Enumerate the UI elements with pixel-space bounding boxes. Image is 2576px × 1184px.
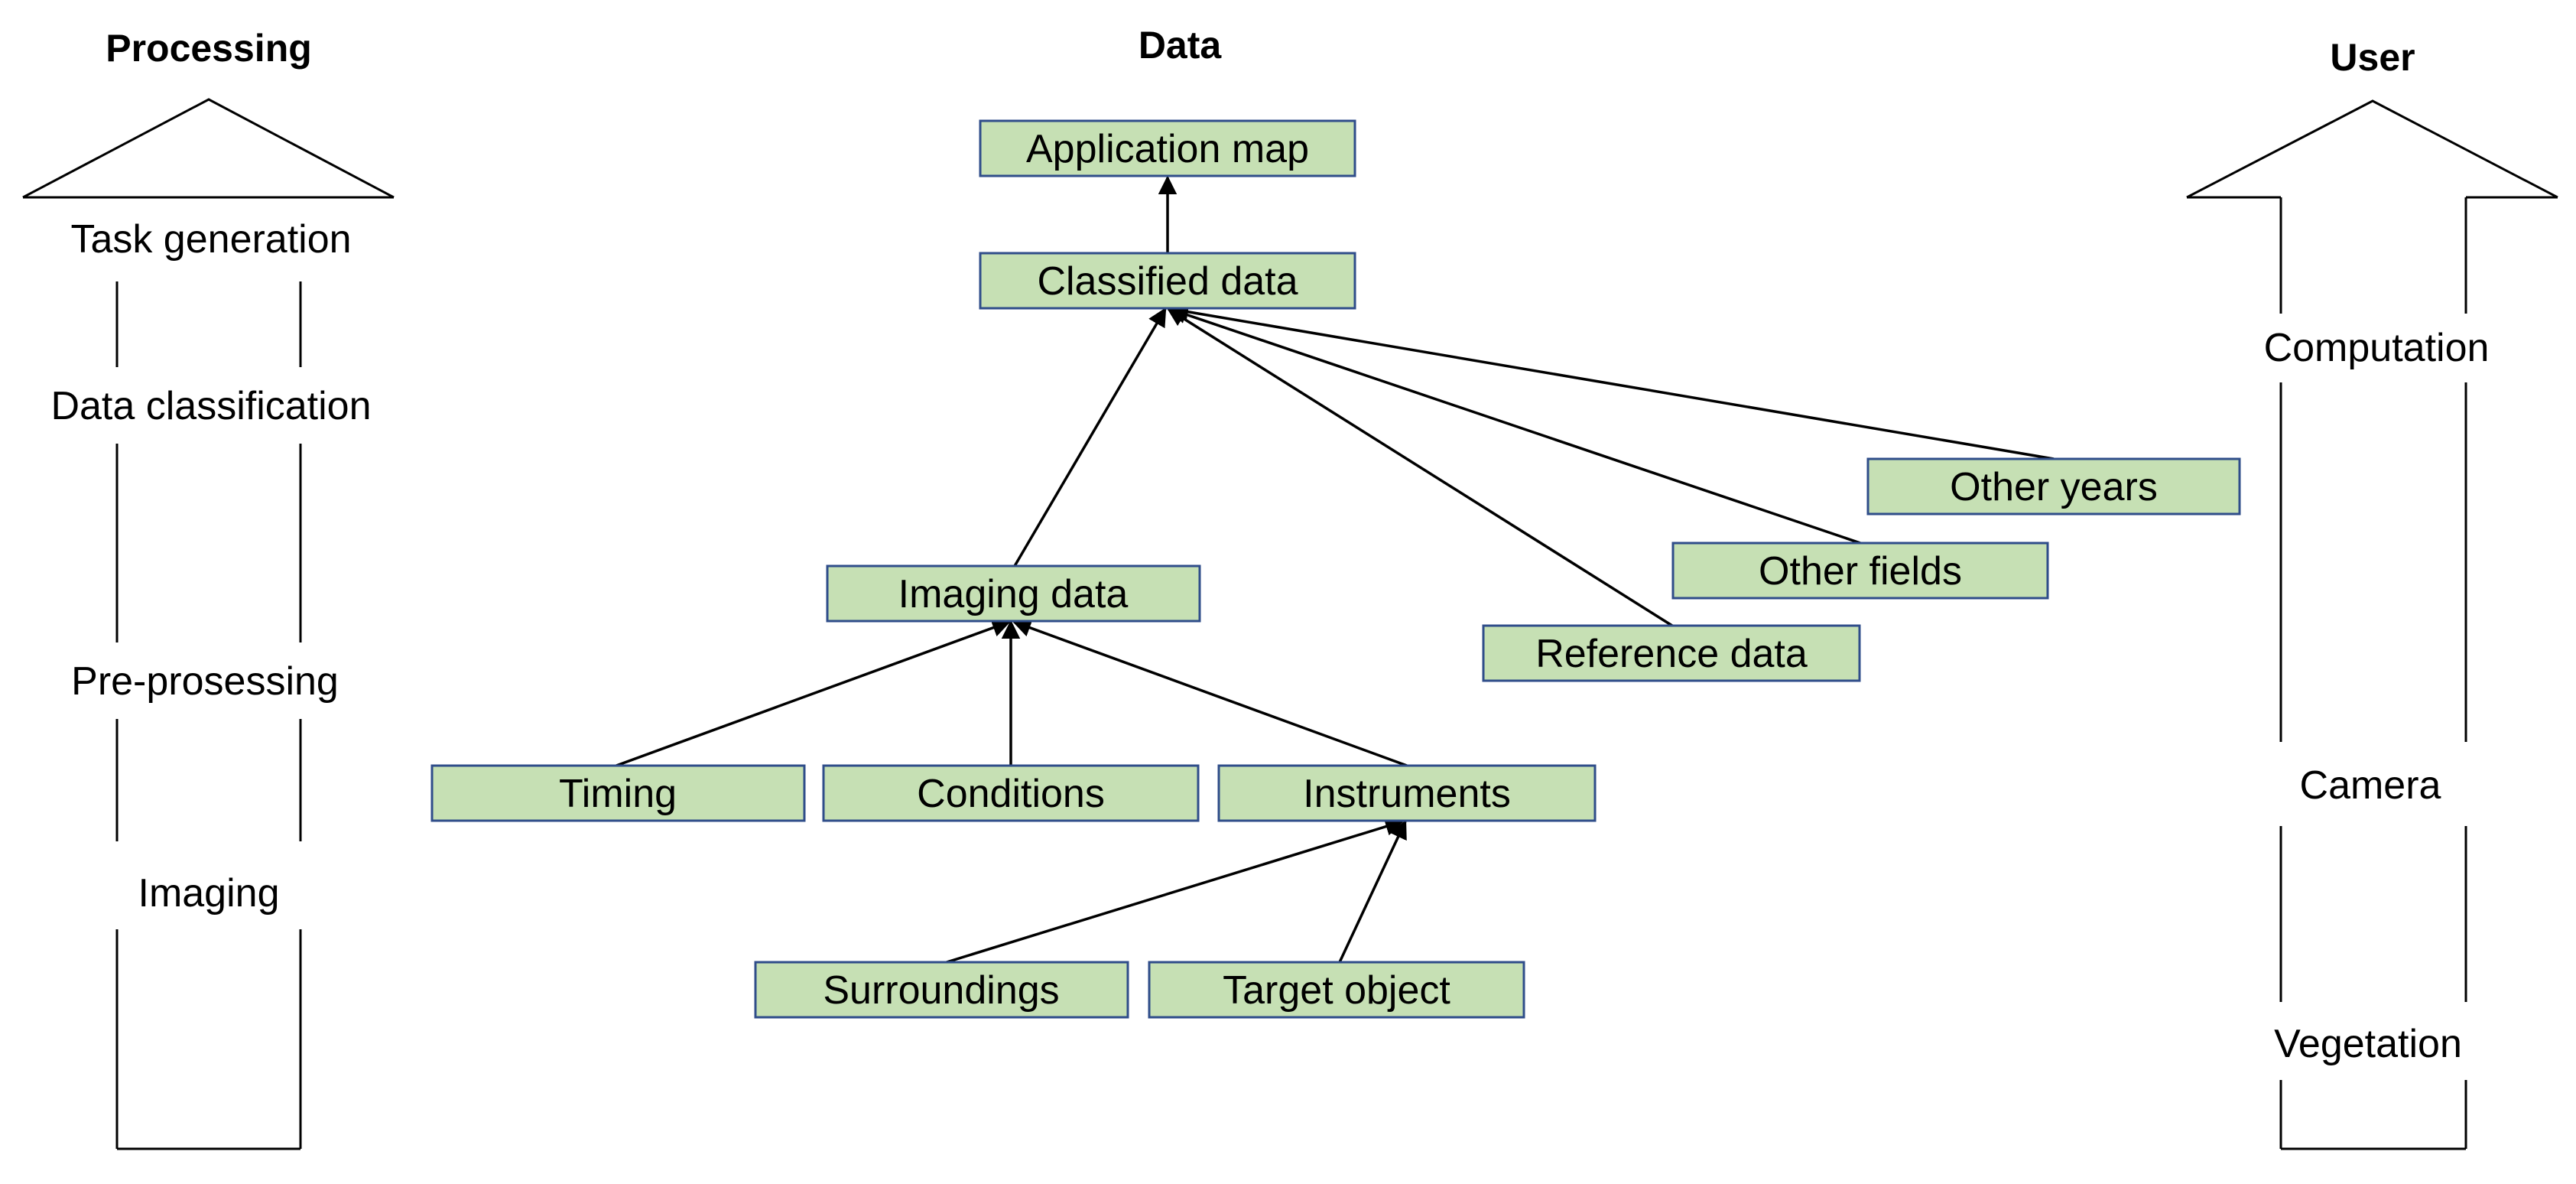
node-label: Other fields: [1759, 549, 1962, 594]
processing-heading: Processing: [106, 27, 312, 70]
node-label: Reference data: [1535, 632, 1808, 676]
node-conditions: Conditions: [822, 764, 1200, 822]
node-label: Imaging data: [898, 572, 1129, 616]
node-label: Application map: [1026, 127, 1309, 171]
processing-step-pre-processing: Pre-prosessing: [71, 659, 339, 704]
user-heading: User: [2330, 36, 2415, 79]
node-application-map: Application map: [979, 119, 1356, 177]
user-step-camera: Camera: [2300, 763, 2441, 808]
node-other-years: Other years: [1866, 457, 2241, 516]
processing-arrow-head: [22, 98, 395, 199]
data-heading: Data: [1139, 24, 1223, 67]
node-instruments: Instruments: [1217, 764, 1597, 822]
node-timing: Timing: [430, 764, 806, 822]
node-label: Surroundings: [823, 968, 1059, 1013]
edge-other-years-to-classified: [1169, 302, 2055, 460]
node-label: Classified data: [1037, 259, 1298, 304]
edge-timing-to-imaging: [616, 619, 1012, 767]
edge-instruments-to-imaging: [1012, 619, 1408, 767]
user-step-computation: Computation: [2264, 326, 2490, 370]
user-step-vegetation: Vegetation: [2274, 1022, 2462, 1066]
edge-imaging-to-classified: [1013, 307, 1167, 567]
user-arrow-head: [2186, 99, 2558, 199]
processing-step-imaging: Imaging: [138, 871, 280, 916]
node-classified-data: Classified data: [979, 252, 1356, 310]
edge-target-object-to-instruments: [1338, 819, 1407, 963]
node-label: Timing: [559, 772, 677, 816]
node-label: Target object: [1223, 968, 1450, 1013]
user-arrow: [2186, 99, 2558, 1150]
node-surroundings: Surroundings: [754, 961, 1129, 1019]
node-other-fields: Other fields: [1671, 542, 2049, 600]
edge-surroundings-to-instruments: [946, 817, 1405, 964]
edges: [616, 175, 2055, 964]
node-imaging-data: Imaging data: [826, 564, 1201, 623]
node-label: Instruments: [1303, 772, 1511, 816]
edge-reference-to-classified: [1166, 307, 1673, 627]
edge-other-fields-to-classified: [1168, 305, 1861, 545]
processing-step-data-classification: Data classification: [50, 384, 371, 428]
processing-arrow: [22, 98, 395, 1150]
processing-step-task-generation: Task generation: [70, 217, 351, 262]
node-label: Conditions: [917, 772, 1105, 816]
node-label: Other years: [1950, 465, 2158, 509]
node-reference-data: Reference data: [1482, 624, 1861, 682]
node-target-object: Target object: [1148, 961, 1525, 1019]
